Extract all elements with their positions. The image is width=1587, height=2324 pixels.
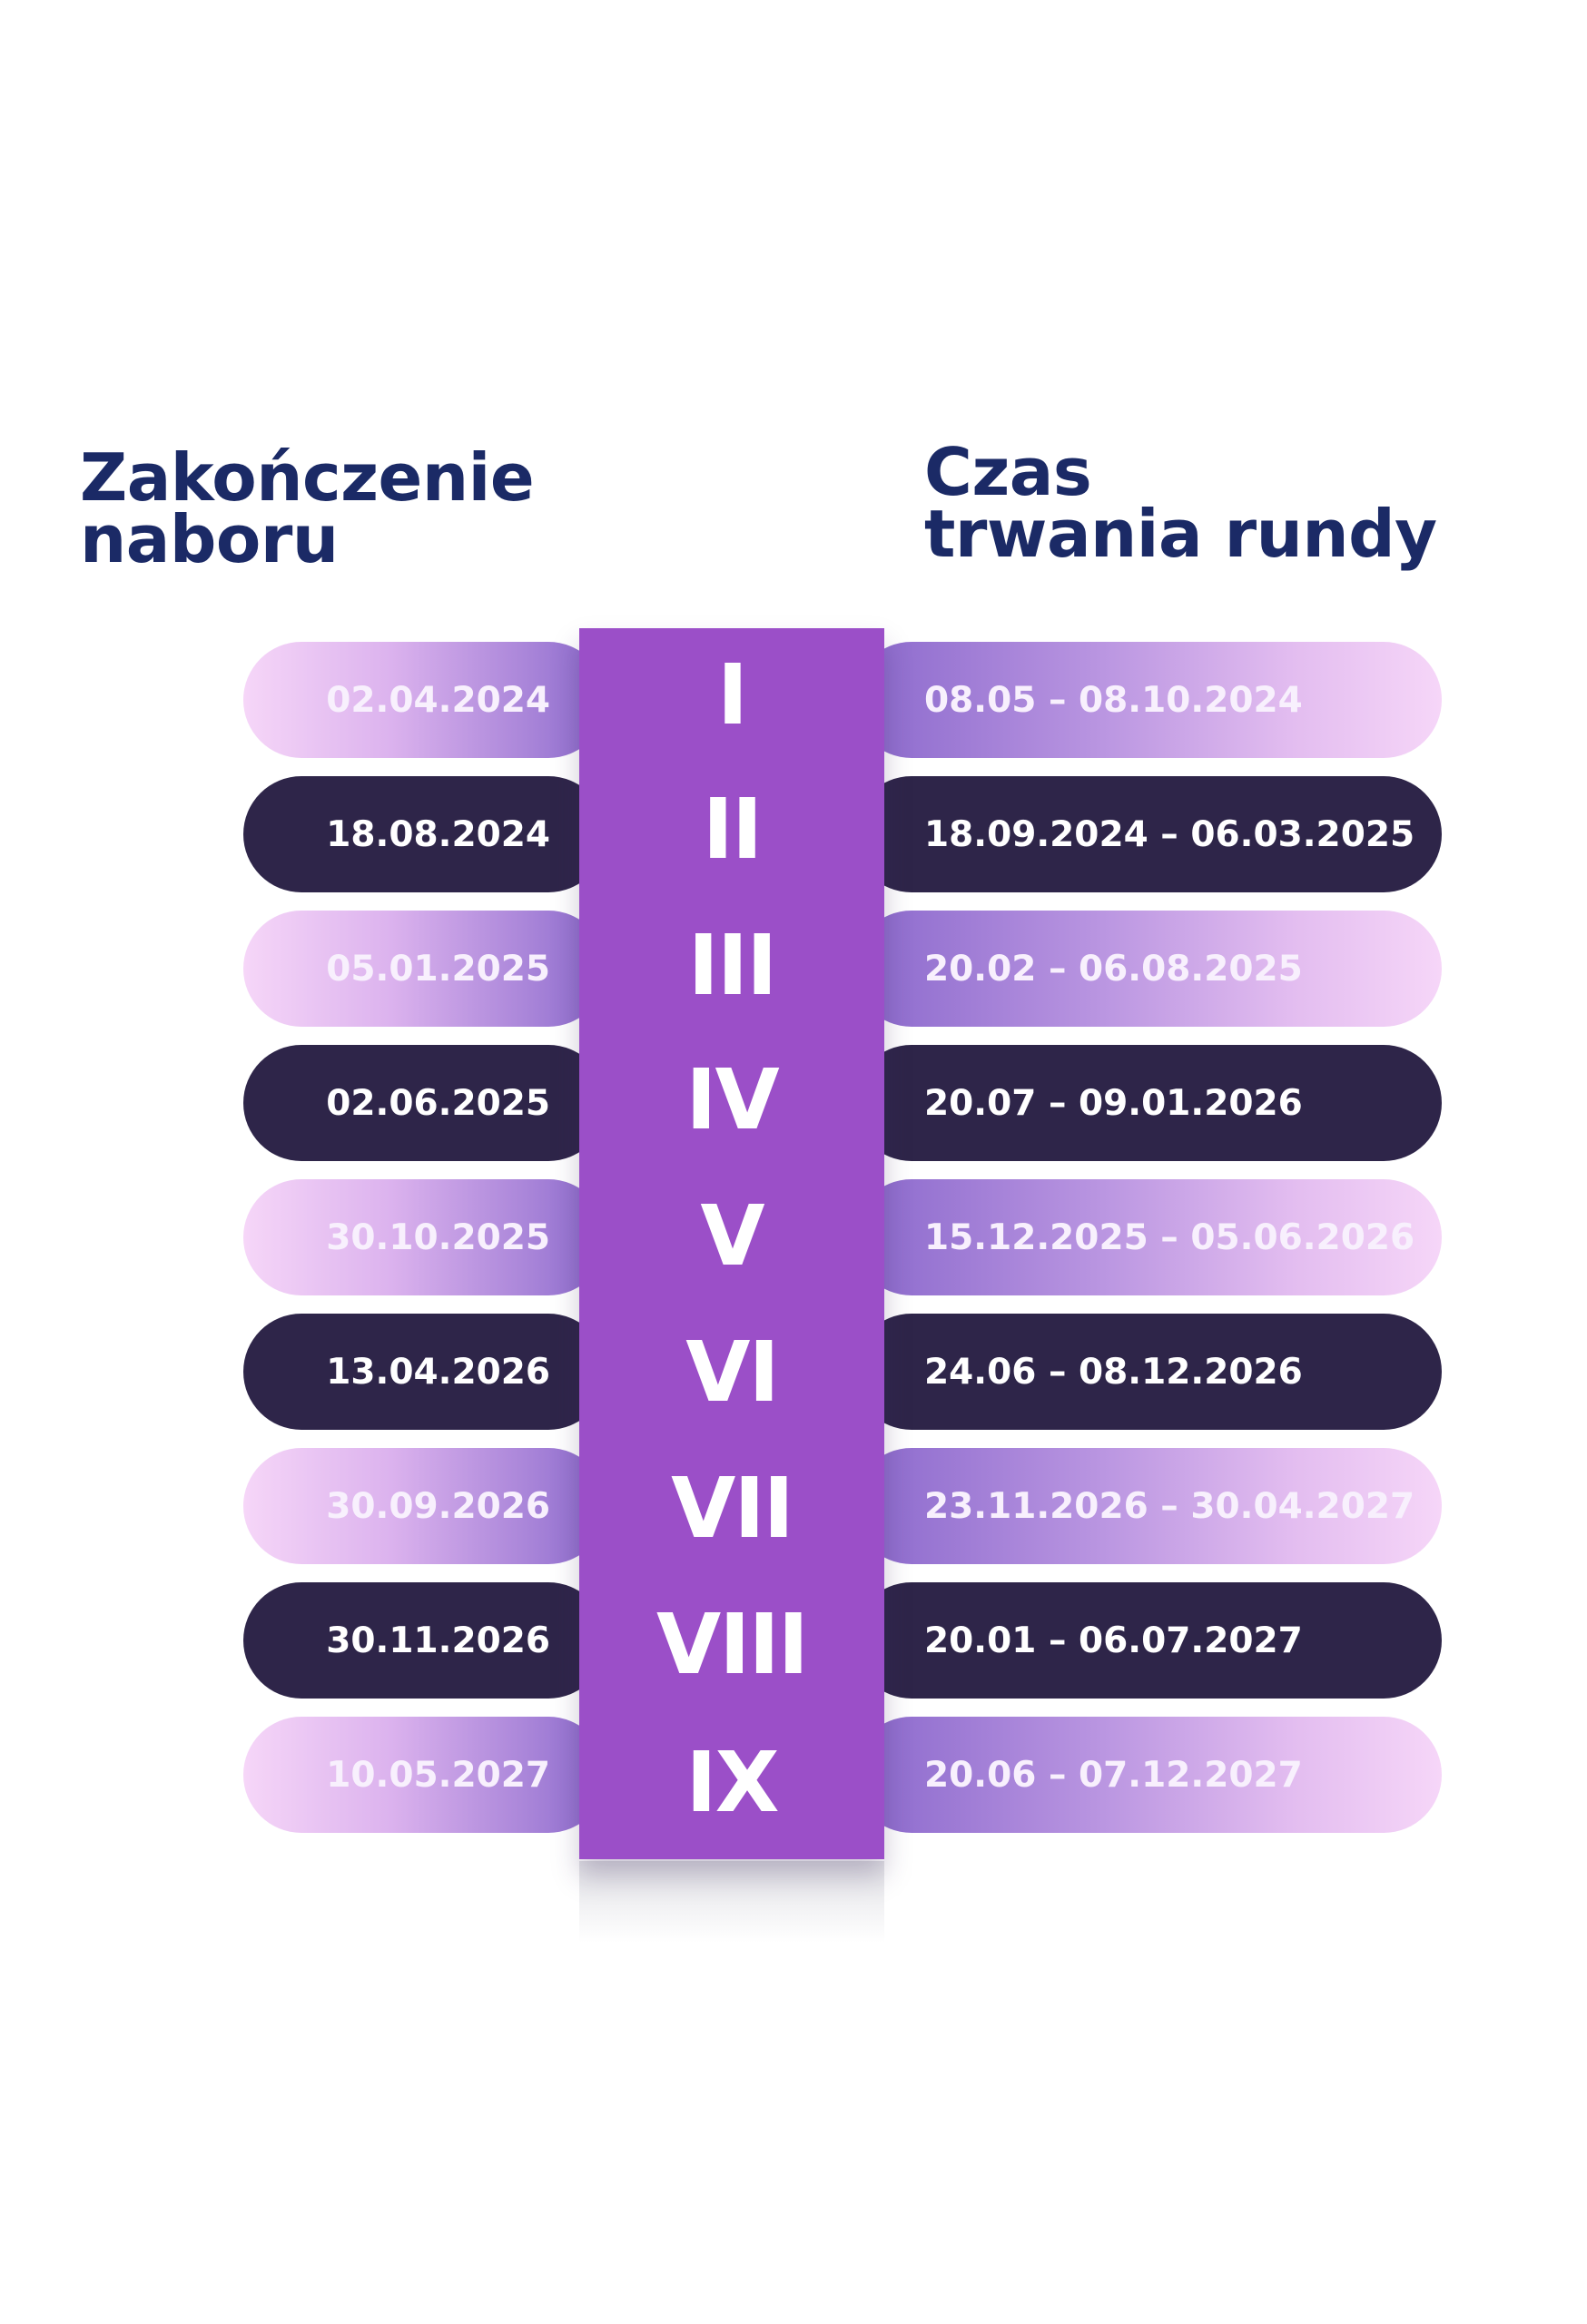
- round-3-duration: 20.02 – 06.08.2025: [924, 948, 1303, 990]
- round-8-duration-pill: 20.01 – 06.07.2027: [853, 1582, 1442, 1699]
- round-4-duration-pill: 20.07 – 09.01.2026: [853, 1045, 1442, 1161]
- round-7-numeral: VII: [671, 1459, 794, 1557]
- round-5-end-date: 30.10.2025: [326, 1216, 550, 1258]
- round-3-duration-pill: 20.02 – 06.08.2025: [853, 911, 1442, 1027]
- round-5-end-date-pill: 30.10.2025: [243, 1179, 606, 1295]
- center-column-shadow: [579, 1861, 884, 1943]
- round-7-duration-pill: 23.11.2026 – 30.04.2027: [853, 1448, 1442, 1564]
- round-5-duration: 15.12.2025 – 05.06.2026: [924, 1216, 1415, 1258]
- round-2-numeral: II: [702, 780, 763, 878]
- round-2-end-date-pill: 18.08.2024: [243, 776, 606, 892]
- round-9-end-date: 10.05.2027: [326, 1754, 550, 1796]
- heading-right-line-1: Czas: [924, 434, 1092, 510]
- round-7-duration: 23.11.2026 – 30.04.2027: [924, 1485, 1415, 1527]
- round-6-end-date-pill: 13.04.2026: [243, 1314, 606, 1430]
- round-1-end-date: 02.04.2024: [326, 679, 550, 721]
- round-9-end-date-pill: 10.05.2027: [243, 1717, 606, 1833]
- heading-round-duration: Czas trwania rundy: [924, 434, 1437, 572]
- round-4-duration: 20.07 – 09.01.2026: [924, 1082, 1303, 1124]
- round-4-numeral: IV: [685, 1050, 779, 1148]
- round-4-end-date-pill: 02.06.2025: [243, 1045, 606, 1161]
- round-3-end-date: 05.01.2025: [326, 948, 550, 990]
- round-2-duration-pill: 18.09.2024 – 06.03.2025: [853, 776, 1442, 892]
- round-6-numeral: VI: [685, 1323, 779, 1421]
- round-8-numeral: VIII: [656, 1595, 809, 1693]
- round-2-end-date: 18.08.2024: [326, 813, 550, 855]
- round-number-column: [579, 628, 884, 1859]
- round-6-end-date: 13.04.2026: [326, 1351, 550, 1393]
- round-4-end-date: 02.06.2025: [326, 1082, 550, 1124]
- round-3-end-date-pill: 05.01.2025: [243, 911, 606, 1027]
- round-9-numeral: IX: [685, 1733, 779, 1831]
- round-5-numeral: V: [700, 1187, 764, 1285]
- heading-left-line-2: naboru: [80, 501, 339, 577]
- round-8-end-date: 30.11.2026: [326, 1620, 550, 1661]
- heading-right-line-2: trwania rundy: [924, 496, 1437, 572]
- round-7-end-date-pill: 30.09.2026: [243, 1448, 606, 1564]
- round-7-end-date: 30.09.2026: [326, 1485, 550, 1527]
- heading-left-line-1: Zakończenie: [80, 439, 535, 516]
- heading-end-of-recruitment: Zakończenie naboru: [80, 439, 535, 577]
- round-1-numeral: I: [716, 645, 748, 743]
- round-9-duration-pill: 20.06 – 07.12.2027: [853, 1717, 1442, 1833]
- round-6-duration: 24.06 – 08.12.2026: [924, 1351, 1303, 1393]
- round-1-duration: 08.05 – 08.10.2024: [924, 679, 1303, 721]
- round-8-duration: 20.01 – 06.07.2027: [924, 1620, 1303, 1661]
- round-3-numeral: III: [687, 916, 778, 1014]
- round-2-duration: 18.09.2024 – 06.03.2025: [924, 813, 1415, 855]
- round-6-duration-pill: 24.06 – 08.12.2026: [853, 1314, 1442, 1430]
- round-9-duration: 20.06 – 07.12.2027: [924, 1754, 1303, 1796]
- round-5-duration-pill: 15.12.2025 – 05.06.2026: [853, 1179, 1442, 1295]
- round-1-end-date-pill: 02.04.2024: [243, 642, 606, 758]
- round-1-duration-pill: 08.05 – 08.10.2024: [853, 642, 1442, 758]
- round-8-end-date-pill: 30.11.2026: [243, 1582, 606, 1699]
